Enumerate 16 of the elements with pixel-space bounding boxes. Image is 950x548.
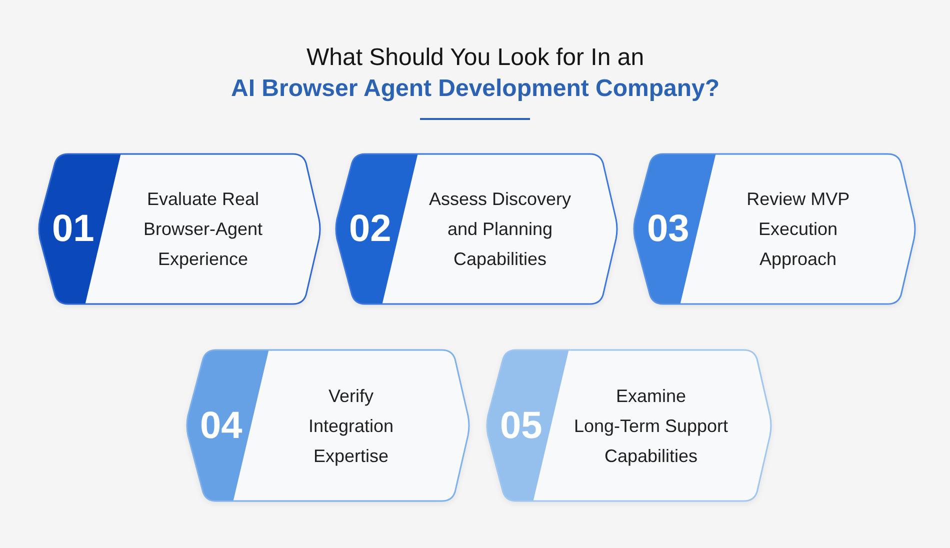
step-text: Review MVP Execution Approach <box>746 188 850 271</box>
step-text: Assess Discovery and Planning Capabilities <box>428 188 572 271</box>
step-number: 01 <box>52 207 94 251</box>
heading: What Should You Look for In an AI Browser Agent Development Company? <box>231 43 720 104</box>
step-number: 03 <box>647 207 690 251</box>
step-card <box>486 349 772 502</box>
step-card <box>38 153 321 305</box>
step-card <box>186 349 470 502</box>
step-number: 04 <box>200 404 242 448</box>
step-card <box>633 153 916 305</box>
step-number: 02 <box>349 207 392 251</box>
step-text: Evaluate Real Browser-Agent Experience <box>142 188 264 271</box>
step-text: Verify Integration Expertise <box>307 385 395 468</box>
step-text: Examine Long-Term Support Capabilities <box>572 385 730 468</box>
step-card <box>335 153 618 305</box>
step-number: 05 <box>500 404 542 448</box>
